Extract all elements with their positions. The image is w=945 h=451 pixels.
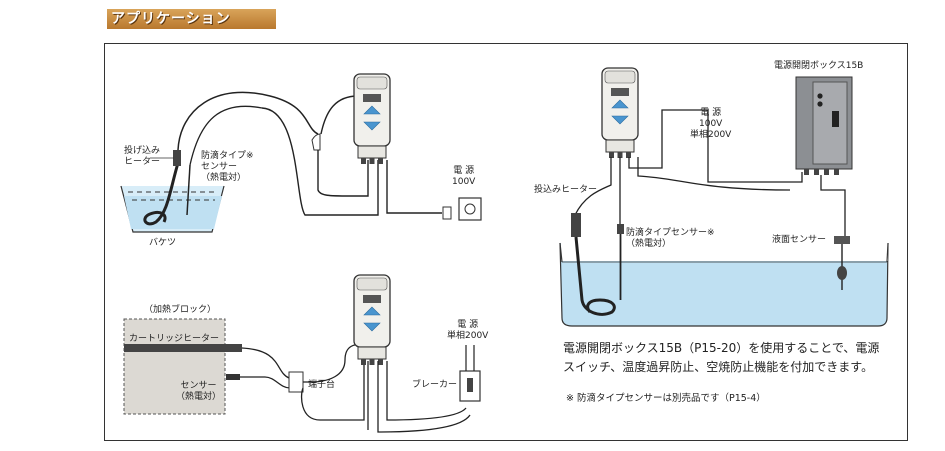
label-level-sensor: 液面センサー [772,235,827,245]
immersion-heater-head [173,150,181,166]
label-breaker: ブレーカー [412,380,458,390]
bucket-water [124,196,222,229]
temperature-controller-top-left [353,73,391,165]
temperature-controller-bottom-left [353,274,391,366]
footnote: ※ 防滴タイプセンサーは別売品です（P15-4） [566,393,766,404]
temperature-controller-right [601,67,639,159]
description-line-2: スイッチ、温度過昇防止、空焼防止機能を付加できます。 [563,360,874,374]
immersion-heater-coil [143,162,180,226]
label-drip-sensor-1: 防滴タイプ※ センサー （熱電対） [201,151,254,183]
heating-block [123,318,226,415]
bucket-water-lines [128,191,218,201]
label-heating-block: （加熱ブロック） [144,305,217,315]
label-power-1ph200v-bottom: 電 源 単相200V [447,320,489,341]
level-sensor-float [837,266,847,280]
section-heading: アプリケーション [107,9,276,29]
immersion-heater-right-head [571,213,581,237]
label-power-100v: 電 源 100V [452,166,476,187]
label-immersion-heater-right: 投込みヒーター [534,185,598,195]
label-power-box: 電源開閉ボックス15B [774,61,864,71]
label-terminal-block: 端子台 [308,380,336,390]
label-drip-sensor-2: 防滴タイプセンサー※ （熱電対） [626,228,715,249]
level-sensor-head [834,236,850,244]
label-cartridge-heater: カートリッジヒーター [129,334,220,344]
tank [559,242,889,327]
label-immersion-heater: 投げ込み ヒーター [124,146,161,167]
label-power-100v-1ph200v: 電 源 100V 単相200V [690,108,732,140]
label-sensor-thermocouple: センサー （熱電対） [176,381,222,402]
cartridge-heater-bar [124,344,242,352]
terminal-block [288,371,304,393]
wall-outlet-100v [458,197,482,221]
label-bucket: バケツ [149,238,177,248]
drip-sensor-rod [186,164,191,216]
immersion-heater-right-coil [574,236,616,316]
description-line-1: 電源開閉ボックス15B（P15-20）を使用することで、電源 [563,341,880,355]
application-frame [104,43,908,441]
